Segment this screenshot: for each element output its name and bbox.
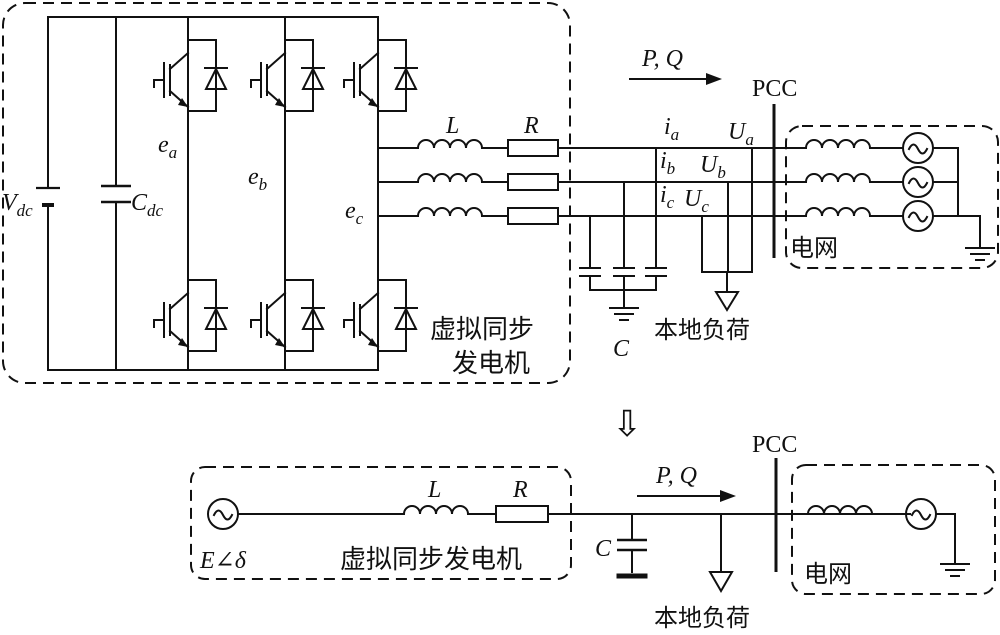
bridge-leg-b — [250, 16, 325, 371]
power-flow-label-bottom: P, Q — [655, 463, 697, 489]
vsg-label-line1: 虚拟同步 — [430, 315, 534, 345]
equivalent-circuit-bottom — [207, 498, 911, 593]
local-load-label-top: 本地负荷 — [654, 316, 750, 344]
phase-line-c — [377, 207, 773, 273]
source-label-bottom: E∠δ — [199, 548, 247, 574]
power-flow-label-top: P, Q — [641, 46, 683, 72]
pcc-label-top: PCC — [752, 76, 797, 102]
cap-label-bottom: C — [595, 536, 612, 562]
grid-equivalent-bottom — [775, 498, 970, 577]
grid-dashed-box-bottom — [791, 464, 996, 595]
transform-arrow: ⇩ — [612, 404, 642, 445]
resistor-label-top: R — [523, 113, 539, 139]
dc-source-vdc — [36, 16, 60, 371]
inductor-label-bottom: L — [427, 477, 441, 503]
phase-line-b — [377, 173, 773, 273]
ec-label: ec — [345, 198, 364, 228]
grid-label-top: 电网 — [790, 234, 838, 262]
bridge-leg-a — [153, 16, 228, 371]
power-flow-arrow-bottom — [637, 490, 736, 502]
local-load-label-bottom: 本地负荷 — [654, 604, 750, 632]
eb-label: eb — [248, 164, 267, 194]
phase-line-a — [377, 139, 773, 273]
pcc-label-bottom: PCC — [752, 432, 797, 458]
cdc-label: Cdc — [131, 190, 164, 220]
vsg-label-line2: 发电机 — [452, 349, 530, 379]
vsg-label-bottom: 虚拟同步发电机 — [340, 545, 522, 575]
resistor-label-bottom: R — [512, 477, 528, 503]
local-load-top — [701, 271, 753, 312]
ua-label: Ua — [728, 119, 754, 149]
dc-link-capacitor — [101, 16, 131, 371]
inductor-label-top: L — [445, 113, 459, 139]
ia-label: ia — [664, 114, 679, 144]
ea-label: ea — [158, 132, 177, 162]
filter-cap-label: C — [613, 336, 630, 362]
grid-three-phase-top — [773, 132, 995, 261]
power-flow-arrow-top — [629, 73, 722, 85]
filter-capacitors — [579, 147, 667, 321]
ub-label: Ub — [700, 152, 726, 182]
ib-label: ib — [660, 148, 675, 178]
vsg-dashed-box — [2, 2, 571, 384]
bridge-leg-c — [343, 16, 418, 371]
uc-label: Uc — [684, 186, 709, 216]
grid-label-bottom: 电网 — [804, 560, 852, 588]
grid-dashed-box-top — [785, 125, 999, 269]
vdc-label: Vdc — [2, 190, 33, 220]
vsg-dashed-box-bottom — [190, 466, 572, 580]
ic-label: ic — [660, 182, 675, 212]
